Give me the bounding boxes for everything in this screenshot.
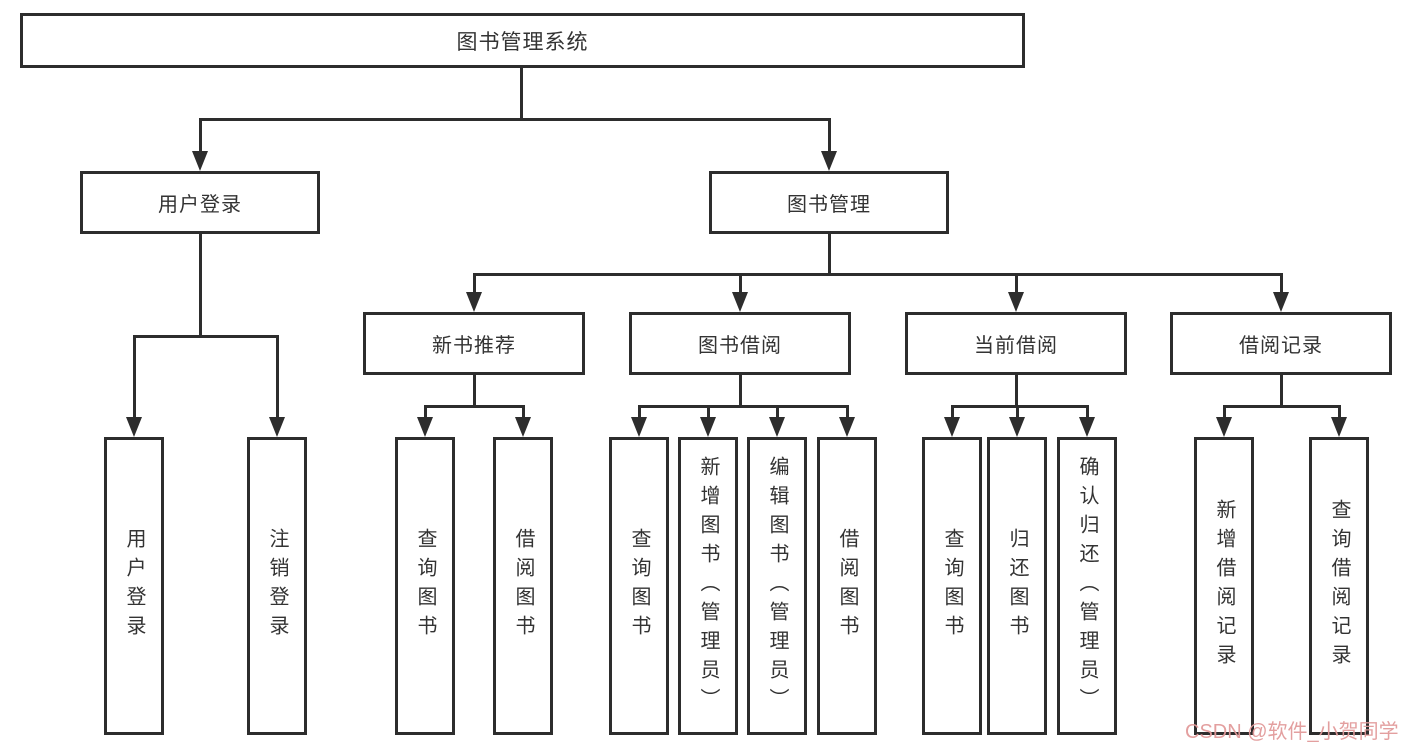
node-logout-action: 注销登录 [247, 437, 307, 735]
arrowhead-icon [466, 292, 482, 312]
connector-line [1337, 405, 1341, 418]
arrowhead-icon [944, 417, 960, 437]
connector-line [775, 405, 779, 418]
connector-line [845, 405, 849, 418]
arrowhead-icon [269, 417, 285, 437]
connector-line [827, 118, 831, 152]
connector-line [1014, 273, 1018, 293]
node-record-query-record: 查询借阅记录 [1309, 437, 1369, 735]
arrowhead-icon [1273, 292, 1289, 312]
node-root: 图书管理系统 [20, 13, 1025, 68]
arrowhead-icon [1008, 292, 1024, 312]
connector-current-bus [950, 405, 1089, 408]
watermark: CSDN @软件_小贺同学 [1185, 721, 1399, 743]
connector-record-bus [1222, 405, 1341, 408]
arrowhead-icon [732, 292, 748, 312]
connector-line [275, 335, 279, 417]
arrowhead-icon [700, 417, 716, 437]
node-new-book-recommend: 新书推荐 [363, 312, 585, 375]
connector-user-login-stem [198, 234, 202, 338]
connector-level1-bus [198, 118, 831, 121]
connector-line [738, 273, 742, 293]
connector-level2-bus [472, 273, 1283, 276]
arrowhead-icon [631, 417, 647, 437]
connector-book-mgmt-stem [827, 234, 831, 276]
arrowhead-icon [126, 417, 142, 437]
connector-line [521, 405, 525, 418]
connector-line [1279, 273, 1283, 293]
arrowhead-icon [821, 151, 837, 171]
connector-user-login-bus [132, 335, 279, 338]
connector-line [472, 273, 476, 293]
connector-line [1015, 405, 1019, 418]
connector-record-stem [1279, 375, 1283, 408]
arrowhead-icon [1216, 417, 1232, 437]
node-current-query-book: 查询图书 [922, 437, 982, 735]
connector-recommend-stem [472, 375, 476, 408]
node-current-borrow: 当前借阅 [905, 312, 1127, 375]
arrowhead-icon [417, 417, 433, 437]
arrowhead-icon [769, 417, 785, 437]
node-record-add-record: 新增借阅记录 [1194, 437, 1254, 735]
connector-line [132, 335, 136, 417]
node-current-confirm-return: 确认归还（管理员） [1057, 437, 1117, 735]
connector-line [637, 405, 641, 418]
node-recommend-borrow-book: 借阅图书 [493, 437, 553, 735]
node-borrow-record: 借阅记录 [1170, 312, 1392, 375]
node-user-login: 用户登录 [80, 171, 320, 234]
connector-line [198, 118, 202, 152]
node-book-management: 图书管理 [709, 171, 949, 234]
arrowhead-icon [1079, 417, 1095, 437]
node-borrow-add-book: 新增图书（管理员） [678, 437, 738, 735]
connector-line [950, 405, 954, 418]
arrowhead-icon [839, 417, 855, 437]
connector-recommend-bus [423, 405, 525, 408]
connector-borrow-stem [738, 375, 742, 408]
connector-line [706, 405, 710, 418]
connector-borrow-bus [637, 405, 849, 408]
node-current-return-book: 归还图书 [987, 437, 1047, 735]
connector-current-stem [1014, 375, 1018, 408]
node-borrow-edit-book: 编辑图书（管理员） [747, 437, 807, 735]
node-book-borrow: 图书借阅 [629, 312, 851, 375]
node-borrow-query-book: 查询图书 [609, 437, 669, 735]
arrowhead-icon [1331, 417, 1347, 437]
node-borrow-borrow-book: 借阅图书 [817, 437, 877, 735]
connector-line [423, 405, 427, 418]
arrowhead-icon [1009, 417, 1025, 437]
connector-line [1085, 405, 1089, 418]
arrowhead-icon [515, 417, 531, 437]
node-recommend-query-book: 查询图书 [395, 437, 455, 735]
connector-root-stem [519, 68, 523, 118]
connector-line [1222, 405, 1226, 418]
node-user-login-action: 用户登录 [104, 437, 164, 735]
arrowhead-icon [192, 151, 208, 171]
